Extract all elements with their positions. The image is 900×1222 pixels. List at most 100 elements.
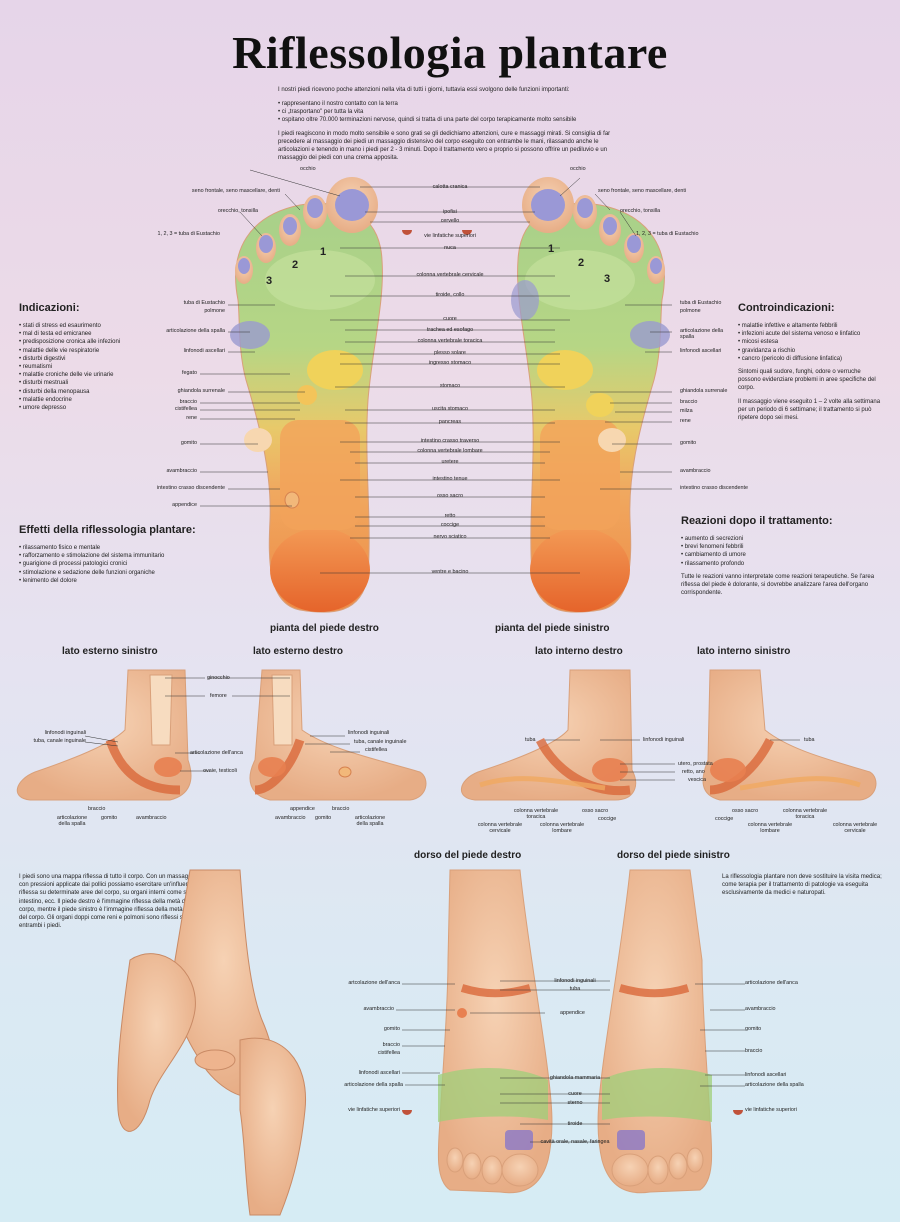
reazioni-heading: Reazioni dopo il trattamento:	[681, 515, 833, 527]
lymph-icon	[402, 230, 743, 1115]
caption-interno-destro: lato interno destro	[535, 646, 623, 657]
indicazioni-box: Indicazioni: stati di stress ed esaurime…	[19, 302, 169, 412]
label-spalla: articolazione della spalla	[166, 328, 225, 334]
label-crasso-discendente: intestino crasso discendente	[680, 485, 749, 491]
label-polmone: polmone	[680, 308, 701, 314]
label-retto: retto	[444, 513, 456, 519]
intro-paragraph-1: I nostri piedi ricevono poche attenzioni…	[278, 87, 570, 93]
label-linfonodi-ascellari: linfonodi ascellari	[358, 1070, 400, 1076]
label-tuba-canale: tuba, canale inguinale	[354, 739, 407, 745]
label-ghiandola-mammaria: ghiandola mammaria	[549, 1075, 601, 1081]
label-colonna-lombare: colonna vertebrale lombare	[747, 822, 793, 835]
dorsal-views-illustration	[117, 869, 745, 1216]
label-occhio: occhio	[300, 166, 316, 172]
controindicazioni-item: malattie infettive e altamente febbrili	[738, 322, 884, 330]
label-braccio: braccio	[382, 1042, 400, 1048]
label-calotta-cranica: calotta cranica	[432, 184, 468, 190]
label-crasso-discendente: intestino crasso discendente	[156, 485, 225, 491]
side-views-illustration	[17, 669, 877, 801]
label-plesso-solare: plesso solare	[434, 350, 466, 356]
label-braccio: braccio	[680, 399, 698, 405]
indicazioni-item: reumatismi	[19, 363, 169, 371]
label-ventre-bacino: ventre e bacino	[431, 569, 469, 575]
right-leader-lines	[559, 177, 672, 490]
label-colonna-cervicale: colonna vertebrale cervicale	[477, 822, 523, 835]
label-femore: femore	[210, 693, 227, 699]
label-avambraccio: avambraccio	[363, 1006, 394, 1012]
label-appendice: appendice	[560, 1010, 585, 1016]
toe-number: 3	[604, 273, 610, 285]
intro-bullets: rappresentano il nostro contatto con la …	[278, 100, 618, 124]
label-anca: articolazione dell'anca	[745, 980, 798, 986]
indicazioni-item: predisposizione cronica alle infezioni	[19, 338, 169, 346]
effetti-item: guarigione di processi patologici cronic…	[19, 560, 219, 568]
label-gomito: gomito	[745, 1026, 762, 1032]
toe-number: 1	[320, 246, 326, 258]
label-cavita-orale: cavità orale, nasale, faringea	[540, 1139, 610, 1145]
label-coccige: coccige	[440, 522, 460, 528]
label-uretere: uretere	[441, 459, 459, 465]
effetti-item: rafforzamento e stimolazione del sistema…	[19, 552, 219, 560]
label-cistifellea: cistifellea	[377, 1050, 400, 1056]
label-occhio: occhio	[570, 166, 586, 172]
label-cuore: cuore	[568, 1091, 582, 1097]
label-avambraccio: avambraccio	[275, 815, 306, 821]
indicazioni-item: umore depresso	[19, 404, 169, 412]
label-tuba-eustachio: tuba di Eustachio	[680, 300, 722, 306]
label-colonna-lombare: colonna vertebrale lombare	[539, 822, 585, 835]
label-osso-sacro: osso sacro	[732, 808, 759, 814]
intro-bullet: rappresentano il nostro contatto con la …	[278, 100, 618, 108]
label-fegato: fegato	[182, 370, 197, 376]
label-tuba: tuba	[525, 737, 536, 743]
label-appendice: appendice	[172, 502, 197, 508]
caption-interno-sinistro: lato interno sinistro	[697, 646, 791, 657]
label-pancreas: pancreas	[438, 419, 462, 425]
hand-massage-illustration	[117, 869, 307, 1216]
indicazioni-item: malattie endocrine	[19, 396, 169, 404]
label-tuba: tuba	[569, 986, 581, 992]
page-title: Riflessologia plantare	[232, 27, 668, 78]
label-colonna-toracica: colonna vertebrale toracica	[513, 808, 559, 821]
effetti-heading: Effetti della riflessologia plantare:	[19, 524, 196, 536]
label-anca: articolazione dell'anca	[190, 750, 243, 756]
label-rene: rene	[680, 418, 691, 424]
label-trachea: trachea ed esofago	[426, 327, 474, 333]
controindicazioni-item: cancro (pericolo di diffusione linfatica…	[738, 355, 884, 363]
label-vie-linfatiche: vie linfatiche superiori	[348, 1107, 400, 1113]
caption-esterno-sinistro: lato esterno sinistro	[62, 646, 158, 657]
center-leader-lines	[320, 186, 580, 574]
indicazioni-heading: Indicazioni:	[19, 302, 80, 314]
indicazioni-item: mal di testa ed emicranee	[19, 330, 169, 338]
label-linfonodi-ascellari: linfonodi ascellari	[183, 348, 225, 354]
label-nervo-sciatico: nervo sciatico	[433, 534, 467, 540]
foot-esterno-destro	[249, 669, 427, 801]
foot-dorso-sinistro	[597, 869, 713, 1194]
label-vescica: vescica	[688, 777, 706, 783]
label-orecchio: orecchio, tonsilla	[620, 208, 661, 214]
effetti-item: rilassamento fisico e mentale	[19, 544, 219, 552]
label-spalla: articolazione della spalla	[680, 328, 724, 341]
label-surrenale: ghiandola surrenale	[680, 388, 728, 394]
label-coccige: coccige	[715, 816, 734, 822]
label-tiroide: tiroide	[567, 1121, 583, 1127]
toe-number: 3	[266, 275, 272, 287]
label-utero: utero, prostata	[678, 761, 713, 767]
caption-pianta-destro: pianta del piede destro	[270, 623, 379, 634]
indicazioni-item: stati di stress ed esaurimento	[19, 322, 169, 330]
label-ovaie: ovaie, testicoli	[203, 768, 237, 774]
label-seno-frontale: seno frontale, seno mascellare, denti	[598, 188, 687, 194]
label-gomito: gomito	[180, 440, 197, 446]
label-gomito: gomito	[101, 815, 118, 821]
intro-bullet: ci „trasportano" per tutta la vita	[278, 108, 618, 116]
label-crasso-traverso: intestino crasso traverso	[420, 438, 480, 444]
label-cistifellea: cistifellea	[174, 406, 197, 412]
label-surrenale: ghiandola surrenale	[177, 388, 225, 394]
reazioni-item: brevi fenomeni febbrili	[681, 543, 881, 551]
controindicazioni-heading: Controindicazioni:	[738, 302, 835, 314]
heel-zone	[530, 528, 630, 612]
label-tuba-eustachio: tuba di Eustachio	[183, 300, 225, 306]
label-ipofisi: ipofisi	[443, 209, 457, 215]
label-linfonodi-ascellari: linfonodi ascellari	[680, 348, 722, 354]
bottom-right-paragraph: La riflessologia plantare non deve sosti…	[722, 874, 882, 897]
